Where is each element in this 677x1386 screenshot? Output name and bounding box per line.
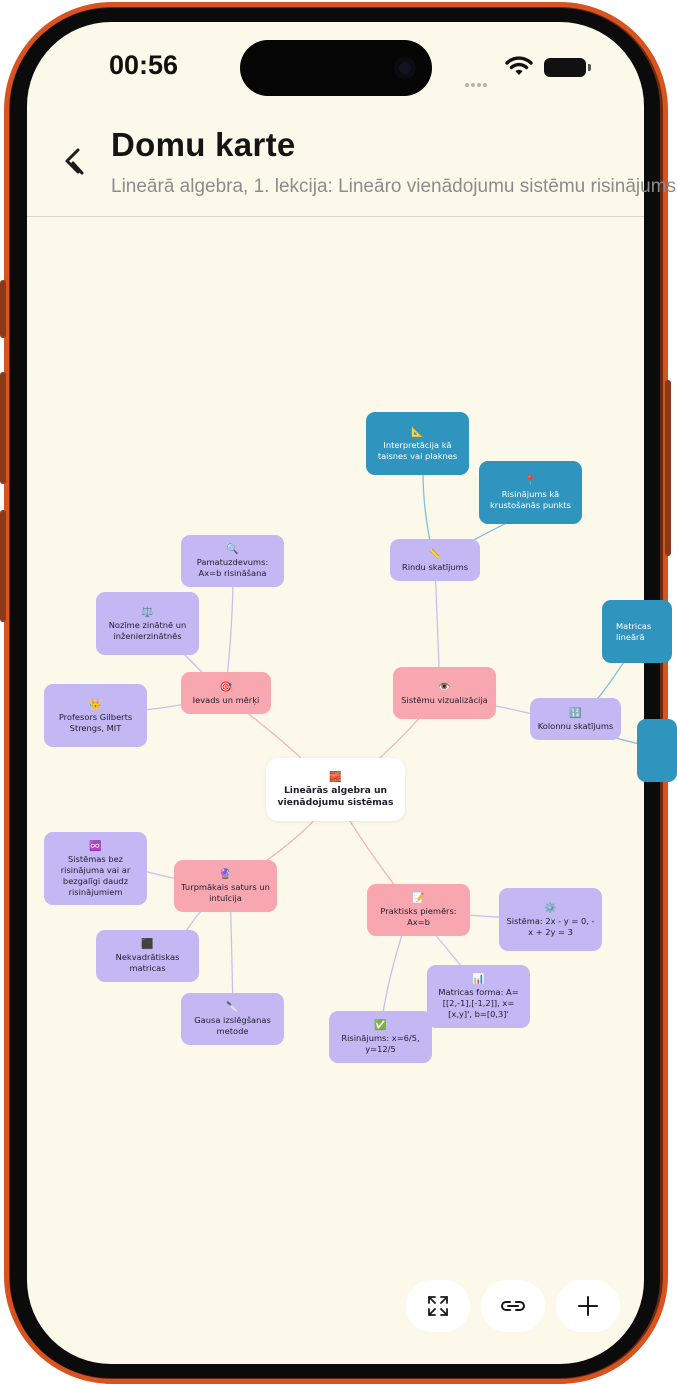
plus-icon xyxy=(578,1296,598,1316)
add-node-button[interactable] xyxy=(556,1280,620,1332)
header-divider xyxy=(27,216,644,217)
node-label: Risinājums: x=6/5, y=12/5 xyxy=(341,1033,420,1054)
app-screen: 00:56 Domu karte Lineārā algebra, 1. lek… xyxy=(27,22,677,1364)
gear-icon: ⚙️ xyxy=(544,902,557,914)
leaf-node-significance[interactable]: ⚖️ Nozīme zinātnē un inženierzinātnēs xyxy=(96,592,199,655)
leaf-node-nonsquare[interactable]: ⬛ Nekvadrātiskas matricas xyxy=(96,930,199,982)
numbers-icon: 🔢 xyxy=(569,707,582,719)
brick-icon: 🧱 xyxy=(329,771,342,783)
pin-icon: 📍 xyxy=(524,475,537,487)
leaf-node-interpretation[interactable]: 📐 Interpretācija kā taisnes vai plaknes xyxy=(366,412,469,475)
node-label: Profesors Gilberts Strengs, MIT xyxy=(58,711,133,733)
expand-icon xyxy=(428,1296,448,1316)
node-label: Sistēmas bez risinājuma vai ar bezgalīgi… xyxy=(60,853,131,897)
leaf-node-professor[interactable]: 👑 Profesors Gilberts Strengs, MIT xyxy=(44,684,147,747)
scales-icon: ⚖️ xyxy=(141,606,154,618)
node-label: Kolonnu skatījums xyxy=(537,720,614,731)
leaf-node-solution[interactable]: ✅ Risinājums: x=6/5, y=12/5 xyxy=(329,1011,432,1063)
leaf-node-intersection[interactable]: 📍 Risinājums kā krustošanās punkts xyxy=(479,461,582,524)
action-button xyxy=(0,280,6,338)
link-button[interactable] xyxy=(481,1280,545,1332)
leaf-node-main-task[interactable]: 🔍 Pamatuzdevums: Ax=b risināšana xyxy=(181,535,284,587)
branch-node-visualization[interactable]: 👁️ Sistēmu vizualizācija xyxy=(393,667,496,719)
triangle-ruler-icon: 📐 xyxy=(411,426,424,438)
leaf-node-matrix-form[interactable]: 📊 Matricas forma: A=[[2,-1],[-1,2]], x=[… xyxy=(427,965,530,1028)
leaf-node-system[interactable]: ⚙️ Sistēma: 2x - y = 0, -x + 2y = 3 xyxy=(499,888,602,951)
leaf-node-matrix-combination[interactable]: Matricas lineārā xyxy=(602,600,672,663)
node-label: Ievads un mērķi xyxy=(192,694,260,705)
leaf-node-offscreen[interactable] xyxy=(637,719,677,782)
node-label: Interpretācija kā taisnes vai plaknes xyxy=(377,439,458,461)
dynamic-island xyxy=(240,40,432,96)
volume-down-button xyxy=(0,510,6,622)
branch-node-intro[interactable]: 🎯 Ievads un mērķi xyxy=(181,672,271,714)
cellular-signal-icon xyxy=(465,72,495,87)
node-label: Matricas lineārā xyxy=(616,620,652,642)
memo-icon: 📝 xyxy=(412,893,425,904)
node-label: Risinājums kā krustošanās punkts xyxy=(490,488,571,510)
node-label: Pamatuzdevums: Ax=b risināšana xyxy=(196,557,269,578)
node-label: Sistēma: 2x - y = 0, -x + 2y = 3 xyxy=(506,915,595,937)
crystal-ball-icon: 🔮 xyxy=(219,869,232,880)
wifi-icon xyxy=(505,56,533,75)
fit-view-button[interactable] xyxy=(406,1280,470,1332)
link-icon xyxy=(501,1301,525,1311)
node-label: Praktisks piemērs: Ax=b xyxy=(380,906,457,927)
mind-map-root-node[interactable]: 🧱 Lineārās algebra un vienādojumu sistēm… xyxy=(266,758,405,821)
branch-node-further[interactable]: 🔮 Turpmākais saturs un intuīcija xyxy=(174,860,277,912)
node-label: Nozīme zinātnē un inženierzinātnēs xyxy=(108,619,187,641)
battery-icon xyxy=(544,58,591,77)
leaf-node-row-view[interactable]: 📏 Rindu skatījums xyxy=(390,539,480,581)
infinity-icon: ♾️ xyxy=(89,840,102,852)
check-icon: ✅ xyxy=(374,1020,387,1031)
status-time: 00:56 xyxy=(109,50,179,80)
page-title: Domu karte xyxy=(111,126,296,163)
branch-node-example[interactable]: 📝 Praktisks piemērs: Ax=b xyxy=(367,884,470,936)
node-label: Nekvadrātiskas matricas xyxy=(115,952,180,973)
mind-map-canvas[interactable]: 🧱 Lineārās algebra un vienādojumu sistēm… xyxy=(27,217,677,1364)
leaf-node-column-view[interactable]: 🔢 Kolonnu skatījums xyxy=(530,698,621,740)
volume-up-button xyxy=(0,372,6,484)
camera-icon xyxy=(394,57,416,79)
page-subtitle: Lineārā algebra, 1. lekcija: Lineāro vie… xyxy=(111,176,677,197)
crown-icon: 👑 xyxy=(89,698,102,710)
knife-icon: 🔪 xyxy=(226,1002,239,1013)
leaf-node-no-solution[interactable]: ♾️ Sistēmas bez risinājuma vai ar bezgal… xyxy=(44,832,147,905)
node-label: Matricas forma: A=[[2,-1],[-1,2]], x=[x,… xyxy=(438,987,519,1019)
power-button xyxy=(665,380,671,556)
node-label: Rindu skatījums xyxy=(401,561,469,572)
black-square-icon: ⬛ xyxy=(141,939,154,950)
ruler-icon: 📏 xyxy=(428,548,442,560)
target-icon: 🎯 xyxy=(219,681,233,693)
node-label: Gausa izslēgšanas metode xyxy=(194,1015,271,1036)
node-label: Turpmākais saturs un intuīcija xyxy=(181,882,270,903)
node-label: Lineārās algebra un vienādojumu sistēmas xyxy=(277,784,394,808)
magnifier-icon: 🔍 xyxy=(226,544,239,555)
bar-chart-icon: 📊 xyxy=(472,974,485,985)
eye-icon: 👁️ xyxy=(438,681,451,693)
leaf-node-gauss[interactable]: 🔪 Gausa izslēgšanas metode xyxy=(181,993,284,1045)
node-label: Sistēmu vizualizācija xyxy=(401,694,488,705)
back-icon[interactable] xyxy=(61,146,91,180)
